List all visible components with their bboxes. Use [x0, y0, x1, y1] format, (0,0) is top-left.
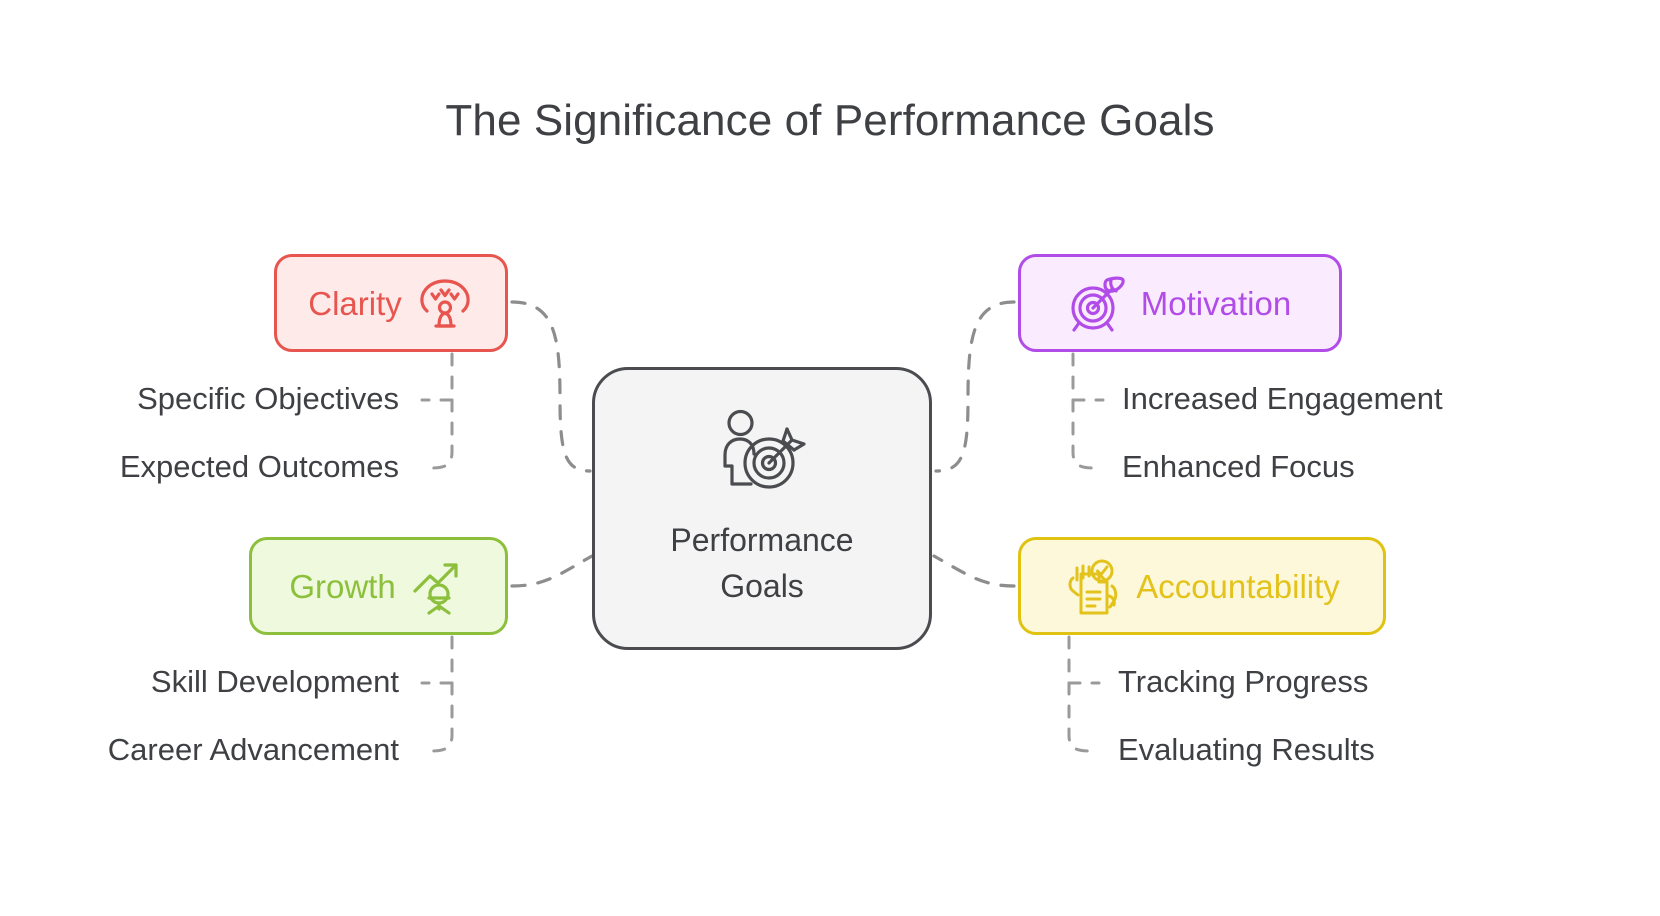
branch-node-accountability[interactable]: Accountability	[1018, 537, 1386, 635]
person-with-target-icon	[714, 408, 810, 505]
insight-beacon-icon	[416, 274, 474, 332]
leaf-label-evaluating-results: Evaluating Results	[1118, 732, 1375, 767]
target-arrow-icon	[1069, 274, 1127, 332]
branch-node-accountability-label: Accountability	[1136, 567, 1340, 605]
center-node-performance-goals[interactable]: Performance Goals	[592, 367, 932, 650]
leaf-label-specific-objectives: Specific Objectives	[137, 381, 399, 416]
connector-growth-to-center	[510, 554, 594, 588]
branch-node-clarity[interactable]: Clarity	[274, 254, 508, 352]
branch-node-growth[interactable]: Growth	[249, 537, 508, 635]
branch-node-motivation-label: Motivation	[1140, 284, 1292, 322]
leaf-label-tracking-progress: Tracking Progress	[1118, 664, 1369, 699]
branch-node-motivation[interactable]: Motivation	[1018, 254, 1342, 352]
checklist-hands-icon	[1064, 556, 1122, 616]
leaf-label-increased-engagement: Increased Engagement	[1122, 381, 1443, 416]
connector-accountability-spine	[1067, 635, 1093, 753]
center-node-label: Performance Goals	[670, 521, 854, 604]
leaf-label-career-advancement: Career Advancement	[107, 732, 399, 767]
connector-motivation-to-center	[934, 300, 1016, 473]
connector-clarity-to-center	[510, 300, 592, 473]
leaf-label-expected-outcomes: Expected Outcomes	[119, 449, 399, 484]
branch-node-growth-label: Growth	[289, 567, 396, 605]
connector-accountability-to-center	[932, 554, 1016, 588]
branch-node-clarity-label: Clarity	[308, 284, 402, 322]
growth-arrow-person-icon	[410, 556, 468, 616]
connector-motivation-spine	[1071, 352, 1097, 470]
connector-clarity-spine	[428, 352, 454, 470]
page-title: The Significance of Performance Goals	[445, 96, 1215, 145]
connector-growth-spine	[428, 635, 454, 753]
leaf-label-enhanced-focus: Enhanced Focus	[1122, 449, 1355, 484]
leaf-label-skill-development: Skill Development	[150, 664, 399, 699]
